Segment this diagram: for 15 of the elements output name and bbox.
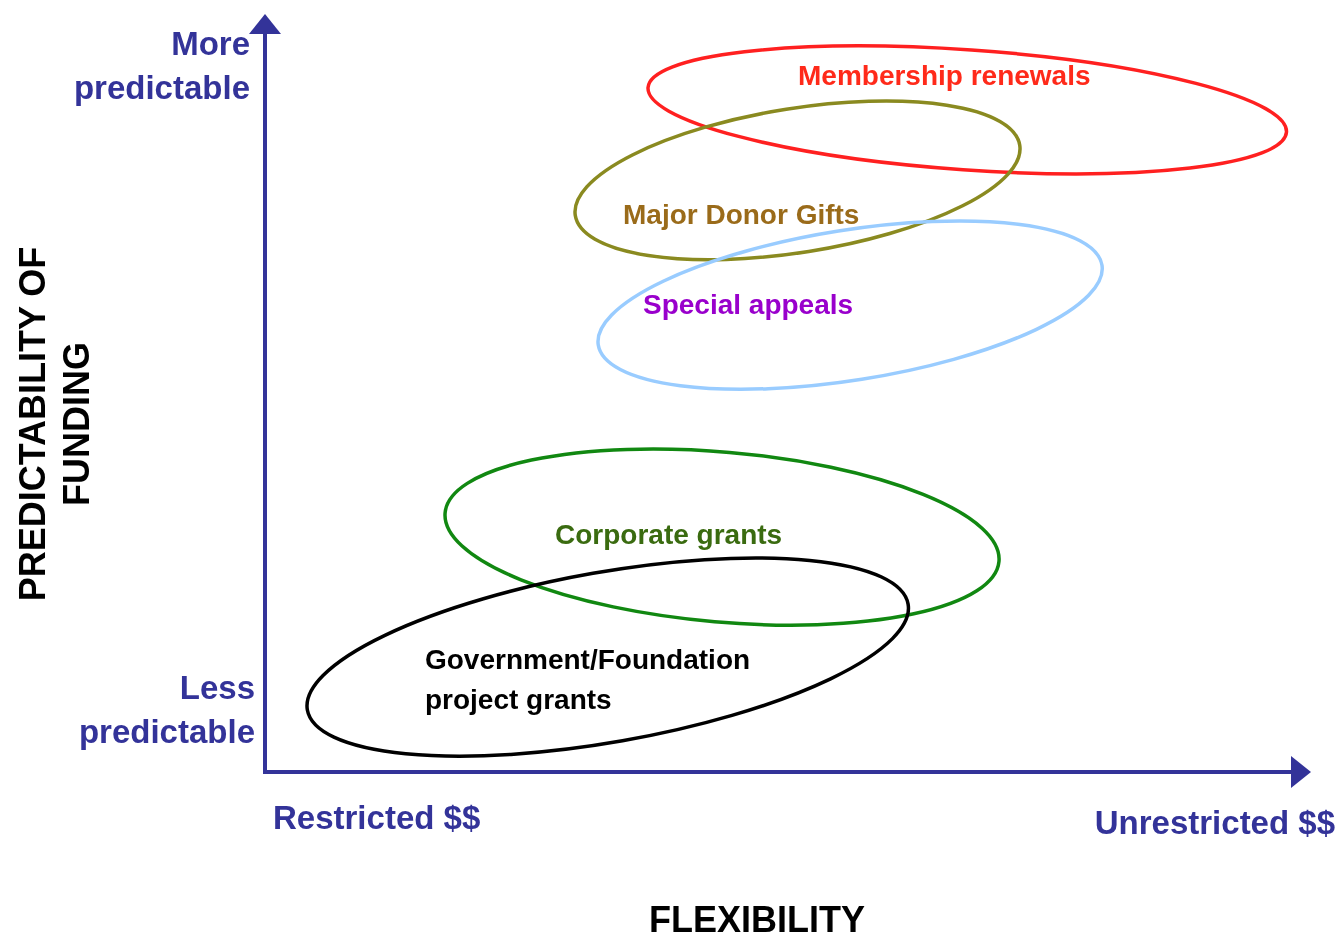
region-label: Government/Foundation project grants bbox=[425, 643, 752, 717]
ellipse-region bbox=[645, 44, 1289, 176]
region-label: Membership renewals bbox=[798, 59, 1091, 93]
axis-end-label: More predictable bbox=[72, 24, 250, 108]
region-label: Corporate grants bbox=[555, 518, 783, 552]
axis-end-label: Less predictable bbox=[77, 668, 255, 752]
ellipse-region bbox=[573, 98, 1023, 262]
axis-end-label: Unrestricted $$ bbox=[1094, 803, 1335, 843]
axis-end-label: Restricted $$ bbox=[273, 798, 481, 838]
region-label: Major Donor Gifts bbox=[623, 198, 860, 232]
region-label: Special appeals bbox=[643, 288, 854, 322]
axis-title: PREDICTABILITY OF FUNDING bbox=[11, 245, 98, 604]
axis-title: FLEXIBILITY bbox=[648, 898, 866, 940]
ellipse-region bbox=[305, 555, 911, 759]
ellipse-region bbox=[442, 446, 1002, 628]
